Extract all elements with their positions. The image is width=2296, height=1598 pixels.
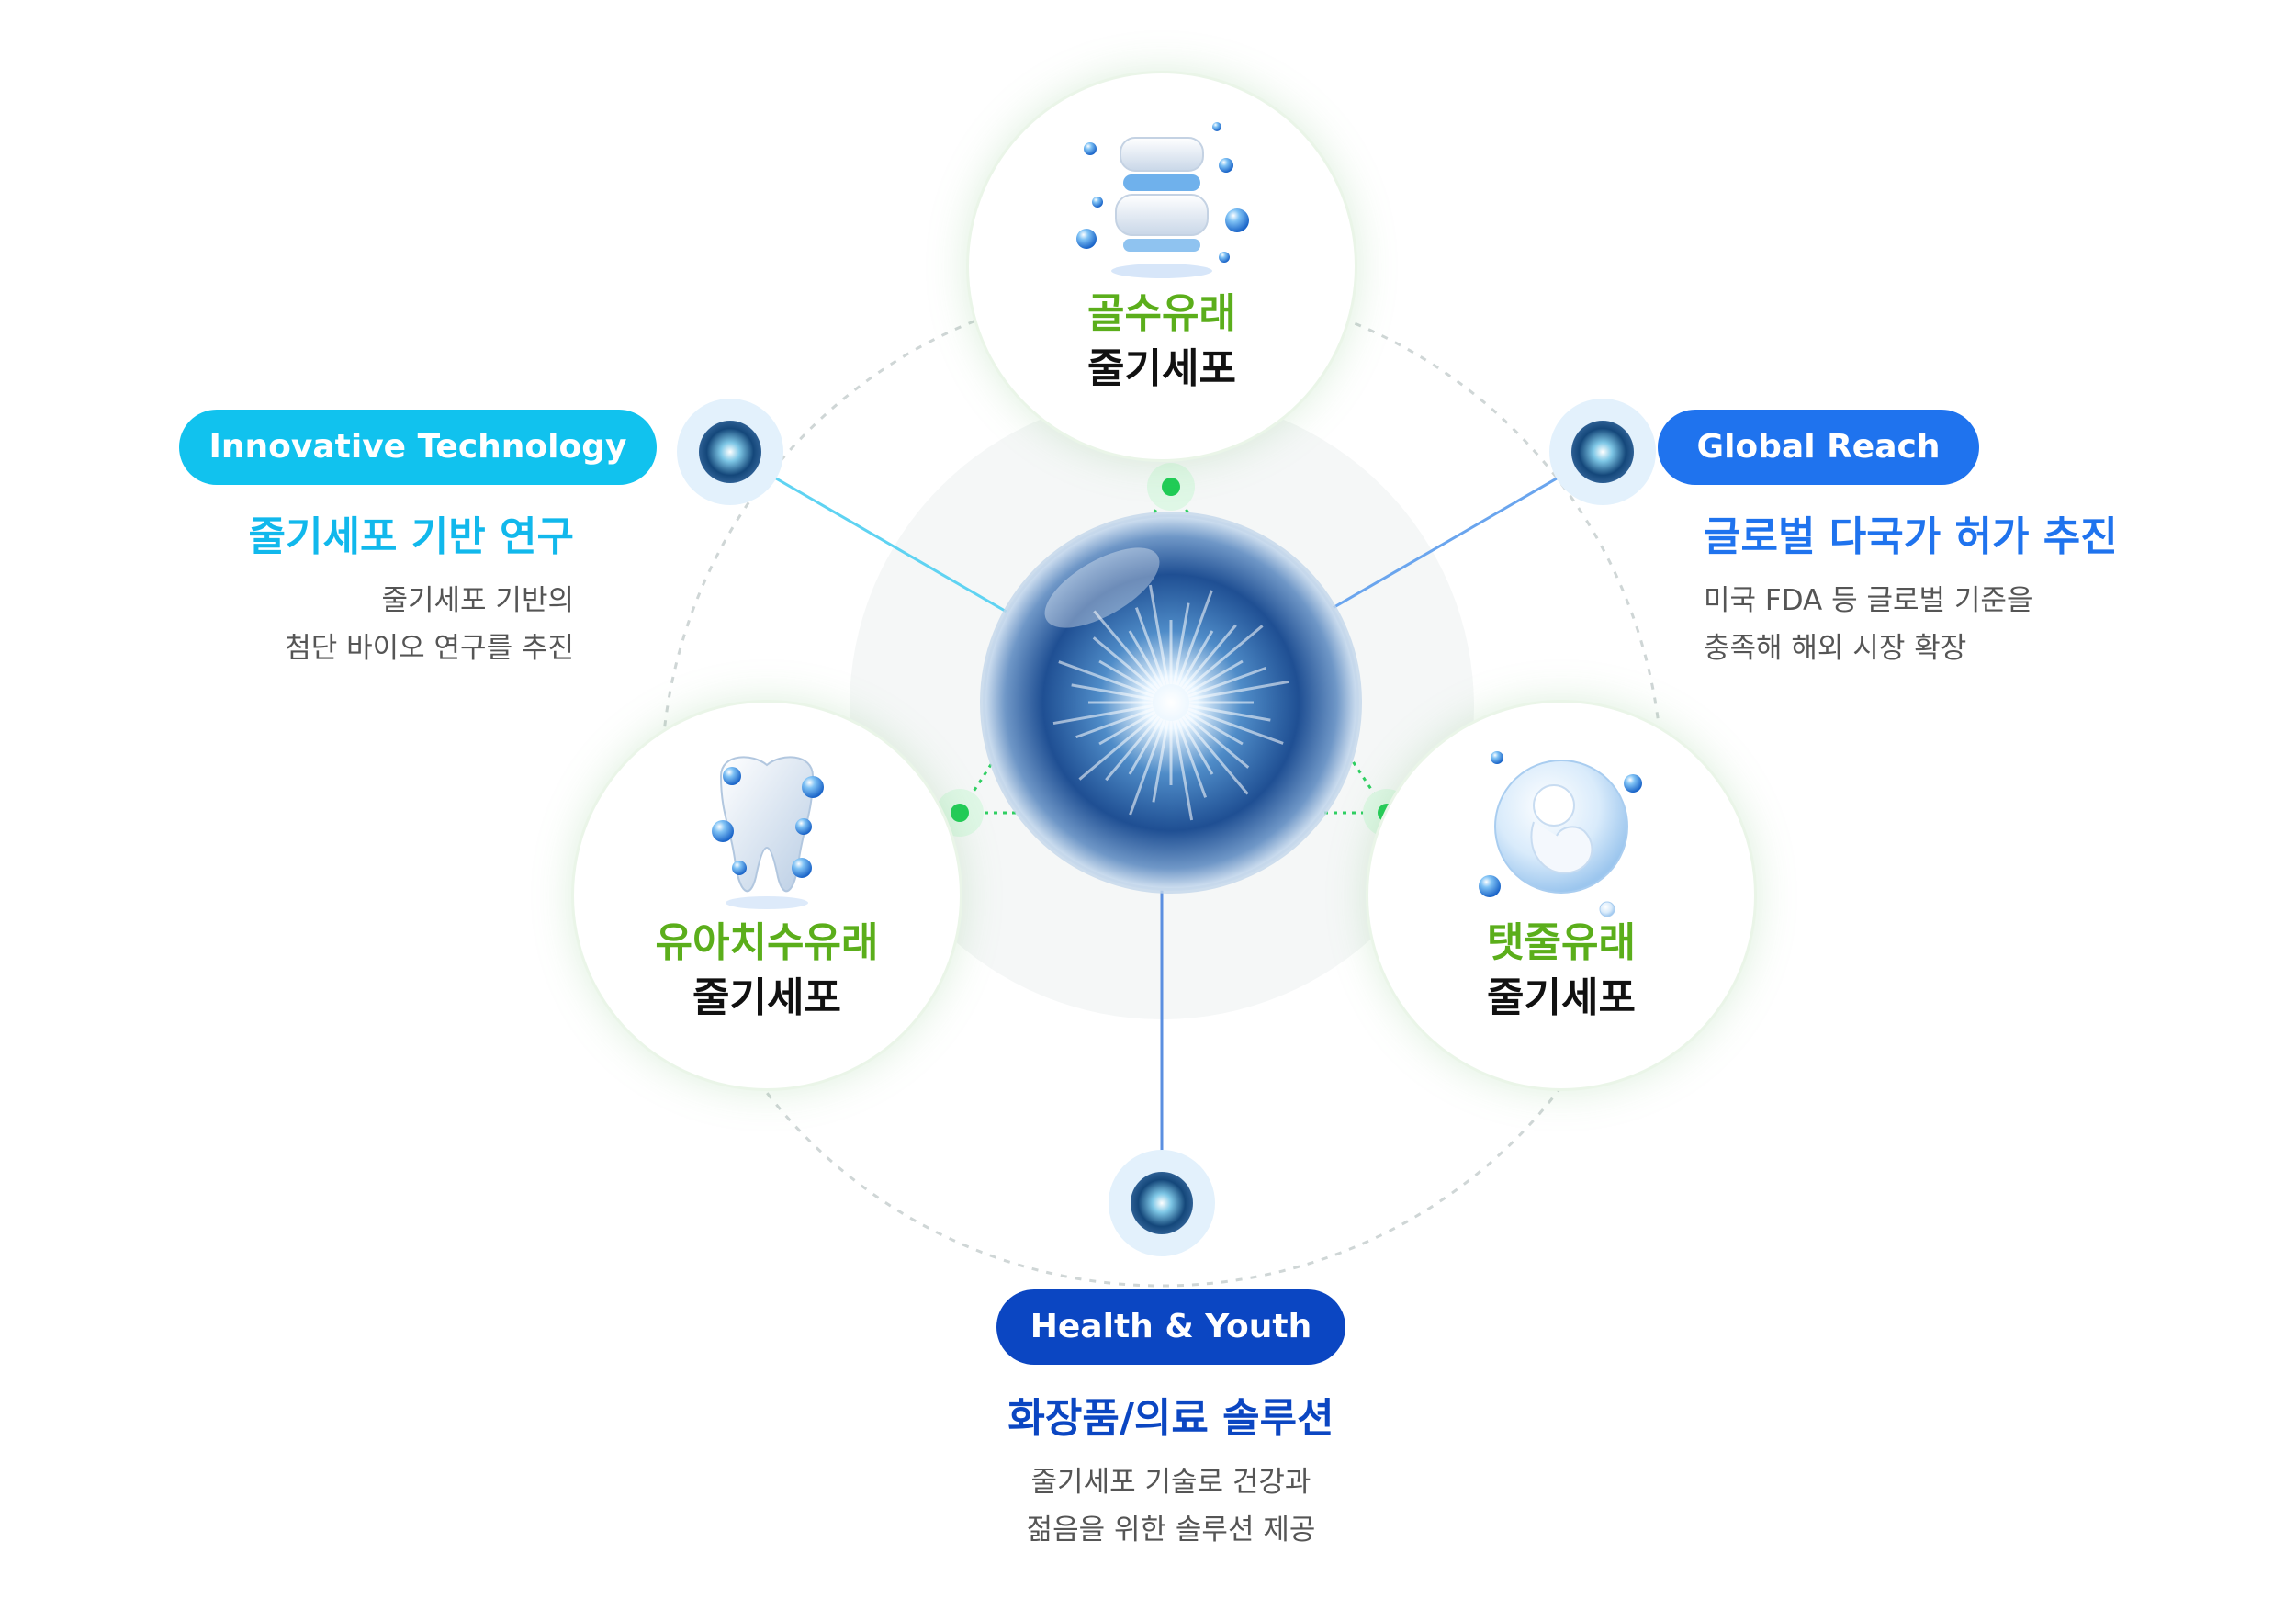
sphere-ray <box>1148 584 1170 685</box>
pill-global-reach: Global Reach <box>1658 410 1979 485</box>
connector-global <box>1303 450 1604 626</box>
sphere-ray <box>1128 717 1164 775</box>
desc-innovative-line1: 줄기세포 기반의 <box>381 584 575 617</box>
sphere-ray <box>1052 703 1154 726</box>
sphere-ray <box>1184 625 1264 692</box>
heading-innovative-technology: 줄기세포 기반 연구 <box>248 513 574 560</box>
sphere-ray <box>1178 630 1214 688</box>
sphere-ray <box>1152 720 1170 803</box>
sphere-ray <box>1128 630 1164 688</box>
source-subtitle: 줄기세포 <box>1087 345 1236 392</box>
desc-global-line1: 미국 FDA 등 글로벌 기준을 <box>1704 584 2033 617</box>
pill-innovative-technology: Innovative Technology <box>179 410 657 485</box>
sphere-ray <box>1093 610 1161 690</box>
heading-global-reach: 글로벌 다국가 허가 추진 <box>1704 513 2118 560</box>
sphere-ray <box>1129 719 1166 816</box>
spine-icon <box>1076 122 1249 278</box>
sphere-ray <box>1178 717 1214 775</box>
source-title: 골수유래 <box>1087 290 1236 337</box>
source-title: 탯줄유래 <box>1487 919 1636 966</box>
desc-global-line2: 충족해 해외 시장 확장 <box>1704 632 1967 665</box>
pill-health-youth: Health & Youth <box>996 1289 1345 1365</box>
sphere-ray <box>1058 660 1154 698</box>
source-subtitle: 줄기세포 <box>692 974 841 1021</box>
sphere-ray <box>1071 683 1154 702</box>
orb-global <box>1549 399 1656 505</box>
sphere-ray <box>1186 659 1244 695</box>
sphere-ray <box>1188 703 1271 722</box>
orb-innovative <box>677 399 783 505</box>
source-subtitle: 줄기세포 <box>1487 974 1636 1021</box>
sphere-ray <box>1078 713 1158 781</box>
sphere-ray <box>1172 602 1190 685</box>
source-card-bone-marrow: 골수유래 줄기세포 <box>969 73 1355 459</box>
sphere-ray <box>1105 715 1161 782</box>
sphere-ray <box>1188 680 1289 702</box>
sphere-ray <box>1181 624 1237 690</box>
source-title: 유아치수유래 <box>655 919 879 966</box>
node-left <box>936 789 984 837</box>
sphere-ray <box>1187 666 1266 698</box>
source-card-umbilical-cord: 탯줄유래 줄기세포 <box>1368 703 1754 1088</box>
sphere-ray <box>1098 710 1156 746</box>
sphere-ray <box>1098 659 1156 695</box>
source-card-baby-tooth: 유아치수유래 줄기세포 <box>574 703 960 1088</box>
node-top <box>1147 463 1195 511</box>
sphere-ray <box>1184 713 1250 769</box>
tooth-icon <box>712 756 824 909</box>
sphere-ray <box>1176 590 1213 686</box>
stem-cell-sphere <box>980 512 1362 894</box>
sphere-ray <box>1075 707 1154 739</box>
heading-health-youth: 화장품/의료 솔루션 <box>1007 1395 1334 1442</box>
sphere-ray <box>1176 719 1208 798</box>
desc-innovative-line2: 첨단 바이오 연구를 추진 <box>285 632 574 665</box>
sphere-ray <box>1092 636 1158 692</box>
sphere-ray <box>1187 707 1284 745</box>
sphere-ray <box>1181 715 1249 795</box>
sphere-ray <box>1186 710 1244 746</box>
desc-health-line2: 젊음을 위한 솔루션 제공 <box>1026 1514 1316 1547</box>
orb-health <box>1109 1150 1215 1256</box>
desc-health-line1: 줄기세포 기술로 건강과 <box>1030 1466 1311 1499</box>
sphere-ray <box>1134 607 1166 686</box>
sphere-ray <box>1172 720 1194 821</box>
connector-innovative <box>729 450 1030 626</box>
embryo-icon <box>1479 751 1642 917</box>
